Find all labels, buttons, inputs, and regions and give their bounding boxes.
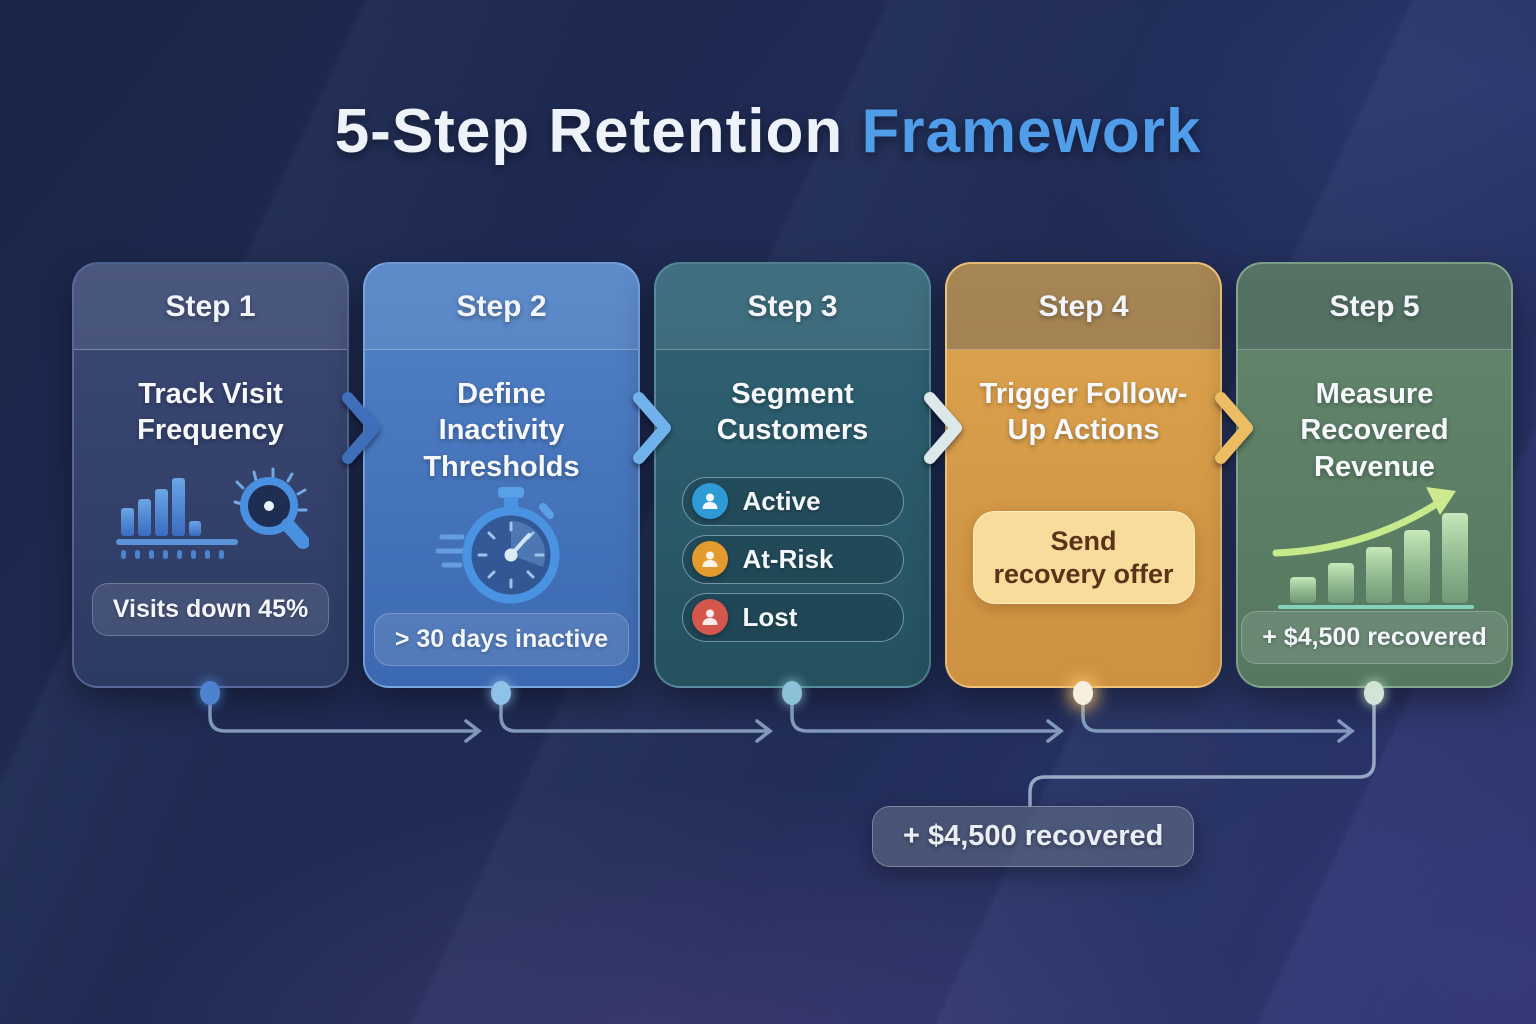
user-icon: [691, 599, 728, 635]
flow-dot: [491, 681, 511, 705]
segment-label: Active: [742, 485, 821, 516]
recovered-revenue-flow-badge: + $4,500 recovered: [872, 806, 1195, 867]
step-5-card: Step 5 Measure Recovered Revenue + $4,50…: [1236, 262, 1513, 688]
step-5-stat-badge: + $4,500 recovered: [1241, 611, 1508, 664]
segment-list: Active At-Risk Lost: [681, 476, 904, 642]
segment-label: At-Risk: [742, 543, 834, 574]
page-title: 5-Step Retention Framework: [0, 96, 1536, 167]
page-title-accent: Framework: [861, 97, 1202, 166]
flow-dot: [1364, 681, 1384, 705]
visit-frequency-bar-chart-magnifier-icon: [115, 467, 309, 559]
step-4-card: Step 4 Trigger Follow-Up Actions Send re…: [945, 262, 1222, 688]
step-4-spacer: [947, 449, 1220, 512]
segment-pill-at-risk: At-Risk: [681, 534, 904, 584]
flow-dot: [782, 681, 802, 705]
growth-chart-icon: [1272, 486, 1474, 609]
step-1-header: Step 1: [74, 264, 347, 350]
recovery-offer-badge: Send recovery offer: [972, 511, 1195, 604]
step-2-card: Step 2 Define Inactivity Thresholds: [363, 262, 640, 688]
steps-row: Step 1 Track Visit Frequency: [72, 262, 1513, 688]
user-icon: [691, 541, 728, 577]
step-5-icon-zone: [1238, 485, 1511, 611]
step-1-icon-zone: [74, 449, 347, 584]
bar-chart-icon: [115, 477, 238, 559]
user-icon: [691, 483, 728, 519]
chevron-right-icon: [1211, 390, 1259, 466]
step-4-title: Trigger Follow-Up Actions: [979, 378, 1188, 447]
step-3-title: Segment Customers: [716, 378, 869, 447]
step-5-header: Step 5: [1238, 264, 1511, 350]
segment-label: Lost: [742, 601, 798, 632]
step-1-title: Track Visit Frequency: [137, 378, 284, 447]
chevron-right-icon: [629, 390, 677, 466]
flow-dot: [200, 681, 220, 705]
page-title-main: 5-Step Retention: [334, 97, 862, 166]
stopwatch-icon: [435, 486, 559, 604]
step-3-card: Step 3 Segment Customers Active At-Risk …: [654, 262, 931, 688]
segment-pill-active: Active: [681, 476, 904, 526]
step-3-header: Step 3: [656, 264, 929, 350]
magnifier-icon: [233, 467, 309, 549]
step-2-title: Define Inactivity Thresholds: [423, 378, 580, 483]
step-2-icon-zone: [365, 485, 638, 613]
step-2-header: Step 2: [365, 264, 638, 350]
flow-dot: [1073, 681, 1093, 705]
step-1-stat-badge: Visits down 45%: [91, 583, 330, 636]
chevron-right-icon: [338, 390, 386, 466]
step-2-stat-badge: > 30 days inactive: [373, 612, 630, 666]
step-4-header: Step 4: [947, 264, 1220, 350]
chevron-right-icon: [920, 390, 968, 466]
step-1-card: Step 1 Track Visit Frequency: [72, 262, 349, 688]
segment-pill-lost: Lost: [681, 592, 904, 642]
step-5-title: Measure Recovered Revenue: [1300, 378, 1449, 483]
